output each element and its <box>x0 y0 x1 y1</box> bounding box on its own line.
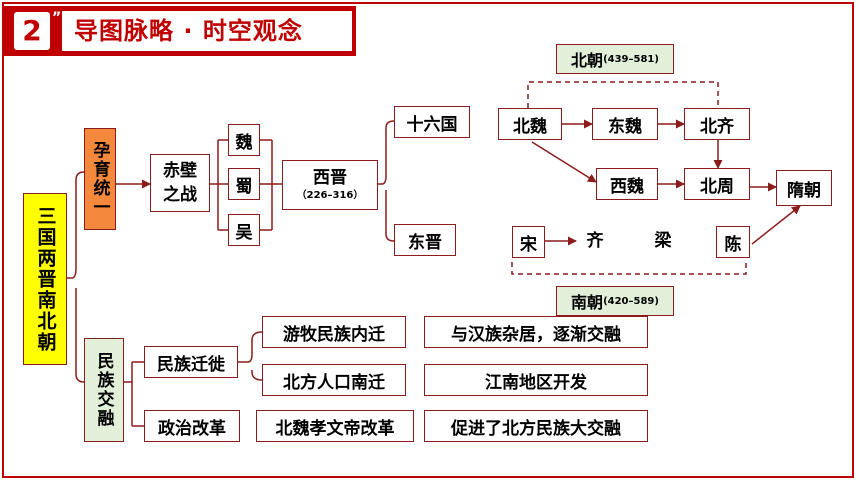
kingdom-wei-label: 魏 <box>235 132 253 153</box>
brace-jin-in <box>260 139 282 231</box>
xiaowen-reform-node: 北魏孝文帝改革 <box>256 410 414 442</box>
state-beiwei-label: 北魏 <box>513 116 547 137</box>
brace-jin-out <box>378 120 395 242</box>
western-jin-node: 西晋 （226–316） <box>282 160 378 210</box>
state-xiwei: 西魏 <box>596 168 658 200</box>
kingdom-wu-label: 吴 <box>235 222 253 243</box>
state-beizhou: 北周 <box>684 168 750 200</box>
southern-years: (420–589) <box>603 295 659 307</box>
state-chen-label: 陈 <box>724 234 742 255</box>
state-song-label: 宋 <box>520 234 537 255</box>
southern-label-text: 南朝 <box>571 293 604 312</box>
state-liang: 梁 <box>654 231 672 251</box>
state-xiwei-label: 西魏 <box>610 176 644 197</box>
southern-dynasties-label: 南朝(420–589) <box>556 286 674 316</box>
mix-result-label: 与汉族杂居，逐渐交融 <box>451 324 621 345</box>
quote-mark: ” <box>52 10 62 26</box>
root-node: 三国两晋南北朝 <box>23 193 67 365</box>
state-beiwei: 北魏 <box>498 108 562 140</box>
kingdom-shu: 蜀 <box>228 168 260 200</box>
western-jin-label: 西晋 <box>313 168 347 188</box>
section-number: 2 <box>14 12 50 50</box>
branch-integration-label: 民族交融 <box>93 352 114 428</box>
nomad-move-label: 游牧民族内迁 <box>283 324 385 345</box>
northern-dynasties-label: 北朝(439–581) <box>556 44 674 74</box>
state-beiqi-label: 北齐 <box>700 116 734 137</box>
eastern-jin-node: 东晋 <box>394 224 456 256</box>
kingdom-wu: 吴 <box>228 214 260 246</box>
brace-lower <box>124 361 144 427</box>
migration-label: 民族迁徙 <box>157 354 225 375</box>
reform-result-label: 促进了北方民族大交融 <box>451 418 621 439</box>
state-dongwei-label: 东魏 <box>608 116 642 137</box>
battle-node: 赤壁之战 <box>150 154 210 212</box>
north-south-label: 北方人口南迁 <box>283 372 385 393</box>
state-chen: 陈 <box>716 226 750 258</box>
nomad-move-node: 游牧民族内迁 <box>262 316 406 348</box>
title-panel: 导图脉略 · 时空观念 <box>62 11 352 51</box>
sixteen-kingdoms-label: 十六国 <box>406 114 458 135</box>
brace-kingdoms <box>210 139 228 231</box>
sui-node: 隋朝 <box>776 170 832 206</box>
slide-frame <box>2 2 854 478</box>
northern-years: (439–581) <box>603 53 659 65</box>
section-header: 2 ” 导图脉略 · 时空观念 <box>4 6 356 56</box>
western-jin-years: （226–316） <box>296 190 364 201</box>
eastern-jin-label: 东晋 <box>408 232 442 253</box>
migration-node: 民族迁徙 <box>144 346 238 378</box>
dashed-bracket-north <box>527 81 719 108</box>
brace-migration <box>238 331 263 381</box>
jiangnan-node: 江南地区开发 <box>424 364 648 396</box>
branch-integration: 民族交融 <box>84 338 124 442</box>
state-dongwei: 东魏 <box>592 108 658 140</box>
reform-node: 政治改革 <box>144 410 240 442</box>
reform-result-node: 促进了北方民族大交融 <box>424 410 648 442</box>
section-title: 导图脉略 · 时空观念 <box>74 17 303 45</box>
reform-label: 政治改革 <box>158 418 226 439</box>
xiaowen-reform-label: 北魏孝文帝改革 <box>275 418 395 439</box>
arrow-beiwei-xiwei <box>531 141 597 183</box>
dashed-bracket-south <box>511 262 747 275</box>
state-song: 宋 <box>512 226 545 258</box>
sui-label: 隋朝 <box>787 180 821 201</box>
jiangnan-label: 江南地区开发 <box>485 372 587 393</box>
kingdom-shu-label: 蜀 <box>235 176 253 197</box>
state-beizhou-label: 北周 <box>700 176 734 197</box>
arrow-chen-sui <box>751 205 801 245</box>
kingdom-wei: 魏 <box>228 124 260 156</box>
brace-root <box>66 171 85 383</box>
mix-result-node: 与汉族杂居，逐渐交融 <box>424 316 648 348</box>
root-label: 三国两晋南北朝 <box>34 205 57 353</box>
branch-unification-label: 孕育统一 <box>89 141 110 217</box>
battle-label: 赤壁之战 <box>163 161 197 205</box>
state-qi: 齐 <box>586 231 604 251</box>
branch-unification: 孕育统一 <box>84 128 116 230</box>
north-south-node: 北方人口南迁 <box>262 364 406 396</box>
northern-label-text: 北朝 <box>571 51 604 70</box>
sixteen-kingdoms-node: 十六国 <box>394 106 470 138</box>
state-beiqi: 北齐 <box>684 108 750 140</box>
